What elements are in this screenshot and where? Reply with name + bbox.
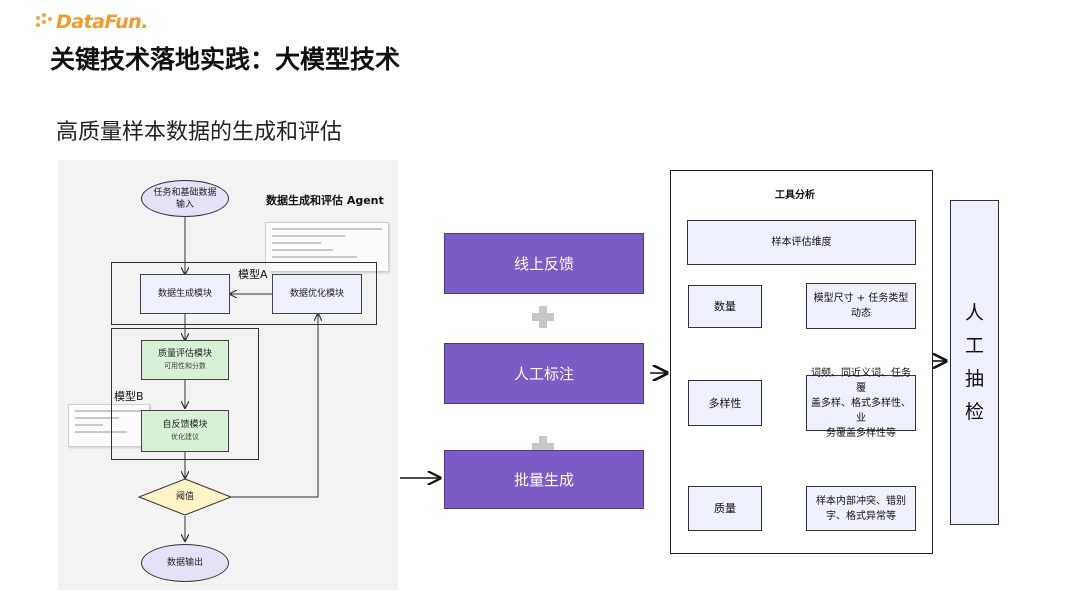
agent-title: 数据生成和评估 Agent	[266, 194, 384, 207]
logo-text: DataFun.	[56, 11, 148, 33]
self-feedback-module: 自反馈模块 优化建议	[141, 410, 229, 452]
quality-desc: 样本内部冲突、错别 字、格式异常等	[806, 486, 916, 531]
quality-box: 质量	[688, 486, 762, 531]
diversity-box: 多样性	[688, 380, 762, 426]
document-thumbnail	[265, 222, 389, 272]
input-node: 任务和基础数据 输入	[141, 180, 229, 217]
manual-check-char: 抽	[964, 367, 984, 390]
manual-check-box: 人 工 抽 检	[950, 200, 999, 525]
output-node: 数据输出	[141, 544, 229, 582]
model-a-label: 模型A	[236, 266, 270, 282]
page-title: 关键技术落地实践：大模型技术	[50, 45, 401, 74]
model-b-label: 模型B	[112, 388, 146, 404]
eval-dimension-box: 样本评估维度	[687, 220, 916, 265]
plus-icon	[532, 306, 554, 328]
quantity-box: 数量	[688, 285, 762, 328]
diversity-desc: 词频、同近义词、任务覆 盖多样、格式多样性、业 务覆盖多样性等	[806, 368, 916, 439]
document-thumbnail	[68, 404, 150, 447]
manual-check-char: 工	[964, 334, 984, 357]
model-a-frame	[111, 262, 377, 325]
manual-check-char: 检	[964, 400, 984, 423]
plus-icon	[532, 436, 554, 458]
quantity-desc: 模型尺寸 + 任务类型 动态	[806, 283, 916, 329]
manual-label-box: 人工标注	[444, 343, 644, 404]
quality-eval-module: 质量评估模块 可用性和分数	[141, 340, 229, 380]
online-feedback-box: 线上反馈	[444, 233, 644, 294]
datafun-logo: DataFun.	[36, 10, 148, 34]
batch-gen-box: 批量生成	[444, 450, 644, 509]
threshold-label: 阈值	[175, 492, 194, 502]
data-opt-module: 数据优化模块	[272, 274, 362, 314]
manual-check-char: 人	[964, 301, 984, 324]
logo-dots-icon	[36, 13, 54, 31]
page-subtitle: 高质量样本数据的生成和评估	[56, 120, 343, 145]
tool-analysis-title: 工具分析	[775, 190, 815, 201]
data-gen-module: 数据生成模块	[140, 274, 230, 314]
model-b-frame	[111, 328, 259, 460]
